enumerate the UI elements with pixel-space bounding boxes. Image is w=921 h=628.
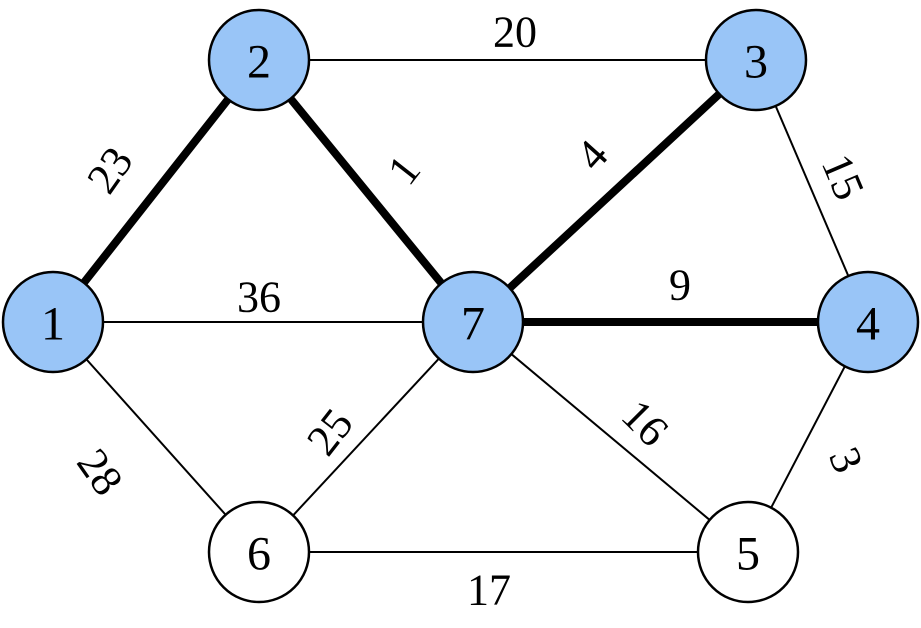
node-circle-6 — [207, 500, 311, 604]
edge-weight-3-4: 15 — [812, 147, 874, 207]
node-2: 2 — [207, 8, 311, 112]
node-6: 6 — [207, 500, 311, 604]
edge-1-2 — [79, 95, 233, 287]
edge-weight-4-5: 3 — [819, 440, 873, 479]
node-circle-7 — [421, 270, 525, 374]
node-7: 7 — [421, 270, 525, 374]
node-circle-4 — [816, 270, 920, 374]
node-circle-3 — [704, 8, 808, 112]
node-4: 4 — [816, 270, 920, 374]
edge-weight-2-7: 1 — [378, 146, 430, 194]
edge-weight-1-2: 23 — [77, 138, 142, 202]
node-label-7: 7 — [461, 298, 485, 351]
edge-2-7 — [286, 94, 446, 288]
node-label-4: 4 — [856, 298, 880, 351]
edge-weight-1-7: 36 — [237, 273, 281, 322]
node-label-3: 3 — [744, 36, 768, 89]
edge-3-4 — [774, 105, 850, 277]
node-label-1: 1 — [41, 298, 65, 351]
node-label-5: 5 — [736, 528, 760, 581]
edge-1-6 — [85, 358, 227, 516]
node-5: 5 — [696, 500, 800, 604]
edge-weight-6-5: 17 — [467, 566, 511, 615]
edge-weight-1-6: 28 — [67, 440, 132, 504]
node-3: 3 — [704, 8, 808, 112]
edges-layer — [79, 59, 850, 553]
node-circle-5 — [696, 500, 800, 604]
node-1: 1 — [1, 270, 105, 374]
edge-7-6 — [292, 357, 440, 517]
node-label-2: 2 — [247, 36, 271, 89]
node-label-6: 6 — [247, 528, 271, 581]
node-circle-2 — [207, 8, 311, 112]
edge-3-7 — [505, 89, 724, 293]
node-circle-1 — [1, 270, 105, 374]
edge-weight-7-6: 25 — [297, 400, 363, 465]
edge-weight-7-4: 9 — [669, 261, 691, 310]
edge-4-5 — [770, 365, 846, 509]
edge-weight-3-7: 4 — [566, 130, 617, 179]
edge-weight-2-3: 20 — [493, 8, 537, 57]
edge-7-5 — [510, 353, 711, 521]
